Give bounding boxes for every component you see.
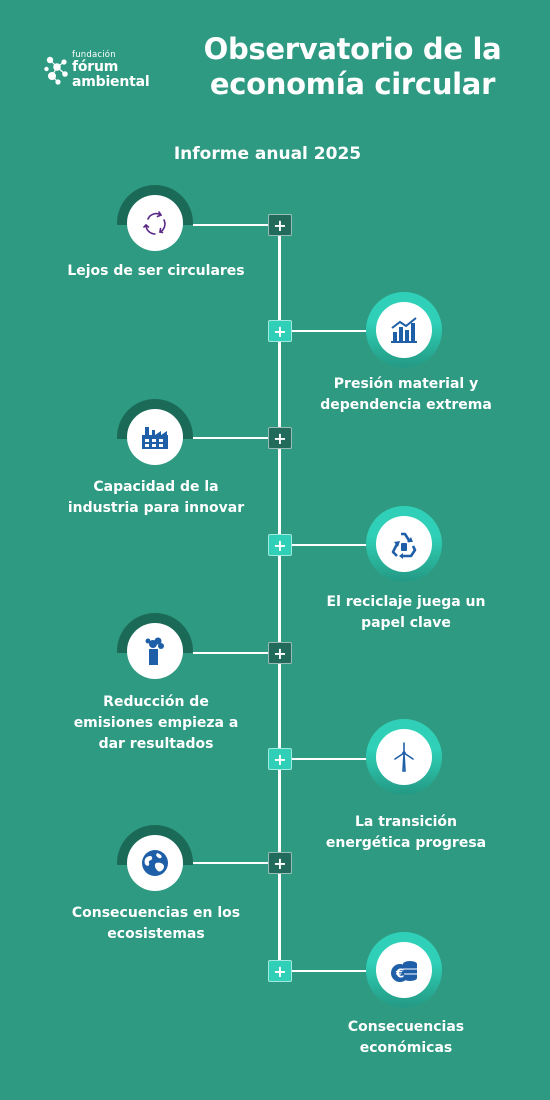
expand-node-button[interactable]: + <box>268 534 292 556</box>
globe-icon <box>142 850 168 876</box>
timeline-item-label-line: ecosistemas <box>107 926 205 942</box>
timeline-item-label-line: Consecuencias en los <box>71 905 241 921</box>
timeline-item-label: Reducción de emisiones empieza a dar resul… <box>56 692 256 755</box>
timeline-item-label-line: La transición <box>354 814 458 830</box>
timeline-icon-badge <box>117 613 193 691</box>
timeline-icon-badge <box>117 825 193 903</box>
timeline-connector <box>183 224 268 226</box>
logo-forum-text: fórum <box>72 59 119 75</box>
icon-disc <box>127 409 183 465</box>
timeline-connector <box>183 437 268 439</box>
timeline-item-label: Consecuencias en los ecosistemas <box>56 903 256 945</box>
page-title-line-2: economía circular <box>209 67 496 101</box>
timeline-item-label-line: Presión material y <box>333 376 479 392</box>
expand-node-button[interactable]: + <box>268 320 292 342</box>
icon-disc <box>127 195 183 251</box>
wind-turbine-icon <box>394 742 414 772</box>
timeline-spine <box>278 222 281 974</box>
icon-disc <box>376 729 432 785</box>
timeline-item-label-line: económicas <box>359 1040 453 1056</box>
page-title-line-1: Observatorio de la <box>203 32 502 66</box>
factory-icon <box>142 427 168 449</box>
timeline-item-label: Presión material y dependencia extrema <box>306 374 506 416</box>
chimney-smoke-icon <box>145 637 164 665</box>
timeline-icon-badge: € <box>366 932 442 1008</box>
expand-node-button[interactable]: + <box>268 214 292 236</box>
expand-node-button[interactable]: + <box>268 427 292 449</box>
foundation-logo: fundación fórum ambiental <box>44 48 164 92</box>
timeline-icon-badge <box>366 292 442 368</box>
icon-disc <box>127 835 183 891</box>
euro-coins-icon: € <box>391 961 417 982</box>
logo-ambiental-text: ambiental <box>72 74 150 90</box>
expand-node-button[interactable]: + <box>268 642 292 664</box>
timeline-item-label: La transición energética progresa <box>306 812 506 854</box>
timeline-connector <box>183 862 268 864</box>
icon-disc <box>127 623 183 679</box>
timeline-icon-badge <box>366 506 442 582</box>
expand-node-button[interactable]: + <box>268 748 292 770</box>
timeline-item-label: El reciclaje juega un papel clave <box>306 592 506 634</box>
timeline-item-label-line: papel clave <box>361 615 451 631</box>
timeline-connector <box>183 652 268 654</box>
timeline-item-label-line: dar resultados <box>98 736 214 752</box>
icon-disc <box>376 516 432 572</box>
timeline-item-label-line: Consecuencias <box>347 1019 465 1035</box>
timeline-item-label-line: dependencia extrema <box>320 397 492 413</box>
timeline-connector <box>292 970 376 972</box>
page-title: Observatorio de la economía circular <box>180 32 525 102</box>
icon-disc: € <box>376 942 432 998</box>
timeline-item-label-line: El reciclaje juega un <box>326 594 486 610</box>
svg-text:€: € <box>395 967 404 981</box>
icon-disc <box>376 302 432 358</box>
timeline-connector <box>292 330 376 332</box>
timeline-item-label-line: industria para innovar <box>67 500 245 516</box>
timeline-item-label: Lejos de ser circulares <box>56 261 256 282</box>
logo-foundation-text: fundación <box>72 50 116 60</box>
timeline-item-label-line: emisiones empieza a <box>73 715 239 731</box>
circular-arrows-icon <box>143 211 166 235</box>
expand-node-button[interactable]: + <box>268 960 292 982</box>
timeline-item-label-line: Lejos de ser circulares <box>67 263 245 279</box>
timeline-icon-badge <box>366 719 442 795</box>
report-subtitle: Informe anual 2025 <box>173 144 362 164</box>
timeline-item-label: Consecuencias económicas <box>306 1017 506 1059</box>
timeline-icon-badge <box>117 185 193 263</box>
bar-chart-icon <box>391 317 417 343</box>
timeline-icon-badge <box>117 399 193 477</box>
timeline-item-label-line: energética progresa <box>325 835 487 851</box>
network-dots-icon <box>44 56 68 85</box>
timeline-item-label-line: Capacidad de la <box>93 479 219 495</box>
recycle-icon <box>391 532 417 559</box>
timeline-item-label-line: Reducción de <box>103 694 209 710</box>
timeline-connector <box>292 758 376 760</box>
expand-node-button[interactable]: + <box>268 852 292 874</box>
timeline-connector <box>292 544 376 546</box>
timeline-item-label: Capacidad de la industria para innovar <box>56 477 256 519</box>
